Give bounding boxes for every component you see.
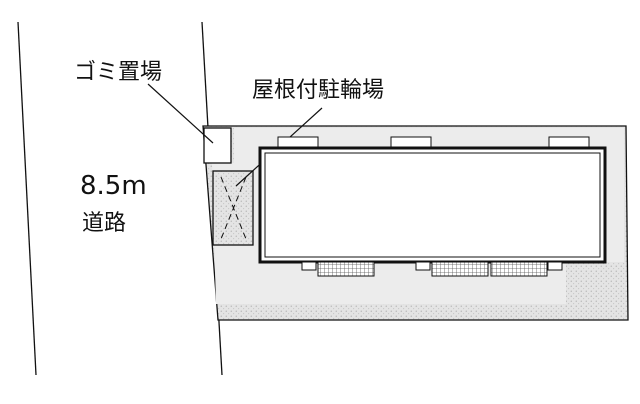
building-outline	[258, 146, 607, 264]
garbage-leader-line	[147, 83, 214, 144]
garbage-enclosure	[203, 127, 232, 164]
building-grating	[317, 261, 375, 277]
building-inner-outline	[264, 152, 601, 258]
building-stair	[301, 261, 317, 271]
building-stair	[415, 261, 431, 271]
bike-parking-cross	[220, 176, 247, 240]
road-edge-left	[17, 21, 37, 376]
building-stair	[547, 261, 563, 271]
garbage-area-label: ゴミ置場	[74, 60, 163, 85]
building-grating	[431, 261, 489, 277]
road-width-label: 8.5m	[80, 171, 147, 201]
building-grating	[490, 261, 548, 277]
road-label: 道路	[82, 211, 127, 236]
bike-parking-label: 屋根付駐輪場	[252, 78, 385, 103]
